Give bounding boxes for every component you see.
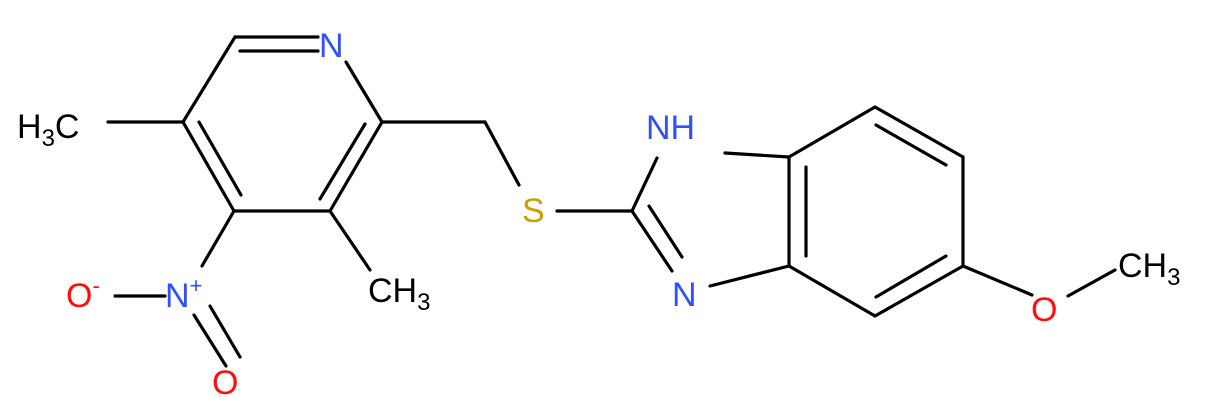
bond	[483, 120, 521, 187]
atom-label-subscript: 3	[1167, 264, 1180, 291]
bond	[200, 209, 236, 268]
bond	[318, 122, 367, 201]
bond	[723, 151, 791, 159]
atom-label-sulfur: S	[522, 192, 545, 230]
atom-label-ch: CH	[1118, 247, 1167, 285]
bond	[873, 105, 965, 159]
atom-label-nitro-o: O	[212, 364, 238, 402]
atom-label-ch3-mid: CH3	[368, 272, 430, 316]
bond	[787, 105, 877, 159]
bond	[874, 254, 948, 299]
bond	[787, 264, 877, 318]
atom-label-n-pyridine: N	[319, 27, 344, 65]
bond	[708, 264, 791, 288]
bond	[208, 304, 242, 359]
bond	[344, 60, 384, 124]
bond	[874, 123, 948, 167]
atom-label-nitro-o-minus: O-	[66, 273, 100, 315]
atom-label-n-imidazole: N	[672, 276, 697, 314]
bond	[873, 264, 965, 318]
atom-label-charge: +	[190, 273, 203, 298]
atom-label-h3c-left: H3C	[17, 108, 79, 152]
bond	[647, 204, 684, 259]
benzene-ring	[787, 105, 965, 318]
bond	[328, 209, 372, 272]
bond	[197, 120, 243, 197]
bond	[328, 120, 384, 213]
bond	[192, 313, 228, 368]
atom-label-o-methoxy: O	[1031, 291, 1057, 329]
bond	[961, 264, 1034, 297]
atom-label-charge: -	[92, 273, 99, 298]
atom-label-subscript: 3	[42, 125, 55, 152]
bond	[181, 35, 237, 124]
atom-label-ch3-right: CH3	[1118, 247, 1180, 291]
atom-label-c: C	[55, 108, 80, 146]
bond	[630, 156, 659, 213]
atom-label-nitro-n: N+	[165, 273, 202, 315]
bond	[1066, 268, 1117, 298]
atom-label-ch: CH	[368, 272, 417, 310]
bond	[181, 120, 236, 213]
atom-label-nh: NH	[646, 109, 695, 147]
atom-label-o: O	[66, 277, 92, 315]
imidazole-ring	[630, 151, 791, 288]
bond	[630, 209, 674, 273]
atom-label-n: N	[165, 277, 190, 315]
atom-label-subscript: 3	[417, 289, 430, 316]
pyridine-ring	[181, 35, 384, 213]
atom-label-h: H	[17, 108, 42, 146]
